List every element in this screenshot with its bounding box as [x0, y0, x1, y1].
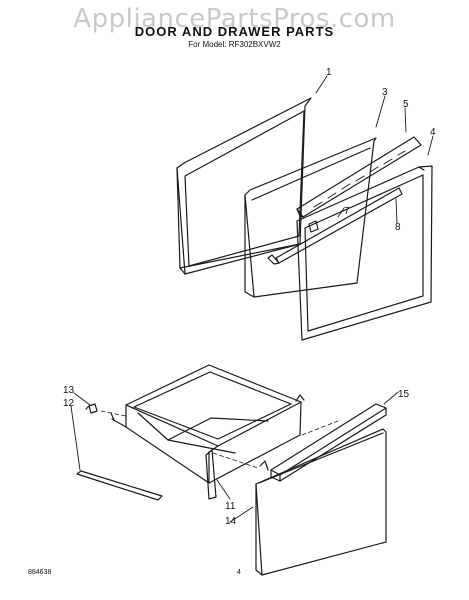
page-number: 4 [237, 569, 241, 576]
document-number: 884638 [28, 569, 52, 576]
drawer-body [110, 364, 305, 500]
part-5-vent-trim [296, 136, 422, 218]
part-14-drawer-front [255, 428, 387, 576]
watermark: AppliancePartsPros.com [73, 4, 396, 34]
callout-4: 4 [430, 127, 436, 138]
leader-lines [70, 75, 434, 523]
part-12-drawer-rail [76, 470, 163, 501]
part-3-door-panel [244, 137, 377, 298]
part-1-door-frame [176, 97, 312, 275]
callout-3: 3 [382, 87, 388, 98]
part-4-outer-frame [296, 165, 433, 341]
model-subtitle: For Model: RF302BXVW2 [188, 40, 281, 49]
part-8-door-handle [267, 187, 403, 265]
part-13-clip [85, 403, 98, 414]
callout-7: 7 [344, 206, 350, 217]
part-7-hinge [308, 220, 319, 233]
callout-15: 15 [398, 389, 410, 400]
callout-13: 13 [63, 385, 75, 396]
diagram-title: DOOR AND DRAWER PARTS [134, 24, 335, 39]
callout-8: 8 [395, 222, 401, 233]
callout-1: 1 [326, 67, 332, 78]
callout-12: 12 [63, 398, 75, 409]
callout-5: 5 [403, 99, 409, 110]
part-15-slide-rail [270, 403, 387, 482]
callout-11: 11 [225, 501, 236, 512]
callout-14: 14 [225, 516, 237, 527]
alignment-lines [100, 410, 339, 469]
